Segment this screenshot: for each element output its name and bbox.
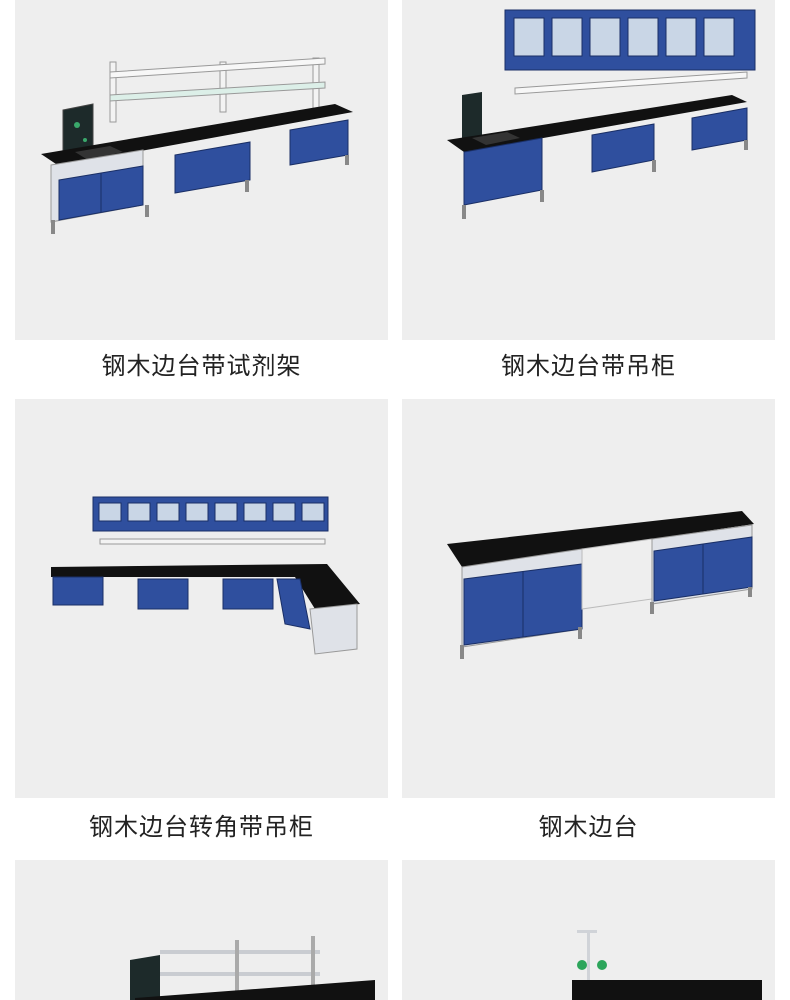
- product-image-wall-cabinet[interactable]: [402, 0, 775, 340]
- faucet-icon: [572, 930, 762, 1000]
- product-caption[interactable]: 钢木边台带吊柜: [501, 352, 676, 380]
- product-caption[interactable]: 钢木边台带试剂架: [101, 352, 302, 380]
- wall-cabinet-icon: [504, 9, 756, 71]
- reagent-rack-icon: [130, 936, 375, 1000]
- reagent-shelf-icon: [109, 57, 326, 123]
- product-image-5[interactable]: [15, 860, 388, 1000]
- lab-bench-icon: [447, 511, 754, 659]
- product-image-6[interactable]: [402, 860, 775, 1000]
- product-image-reagent-shelf[interactable]: [15, 0, 388, 340]
- product-caption[interactable]: 钢木边台转角带吊柜: [89, 813, 314, 841]
- corner-wall-cabinet-icon: [92, 496, 329, 532]
- product-caption[interactable]: 钢木边台: [538, 813, 639, 841]
- product-image-corner-wall-cabinet[interactable]: [15, 399, 388, 798]
- product-image-plain[interactable]: [402, 399, 775, 798]
